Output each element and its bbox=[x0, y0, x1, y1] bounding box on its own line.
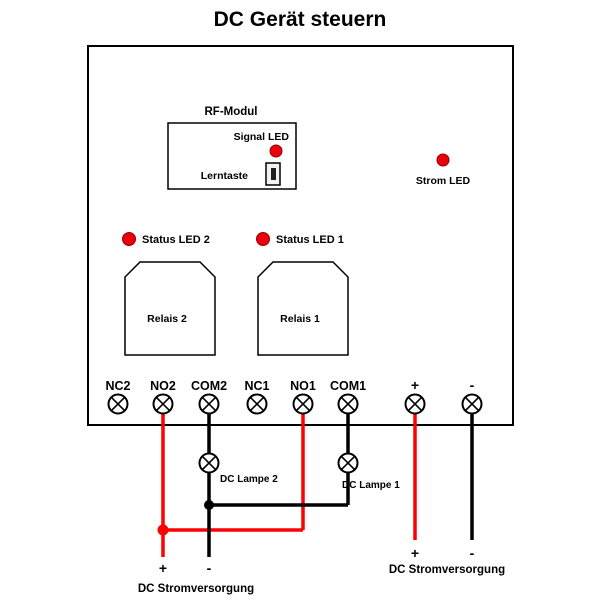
junction-dot-negative bbox=[204, 500, 214, 510]
lamp-1-label: DC Lampe 1 bbox=[342, 480, 400, 491]
terminal-label-no1: NO1 bbox=[290, 379, 316, 393]
relay-2-outline bbox=[124, 261, 216, 356]
power-led-icon bbox=[436, 153, 450, 167]
status-led-1-icon bbox=[256, 232, 270, 246]
terminal-screw-com1 bbox=[337, 393, 359, 415]
supply-right-minus: - bbox=[470, 545, 475, 561]
terminal-label-nc1: NC1 bbox=[244, 379, 269, 393]
status-led-2-icon bbox=[122, 232, 136, 246]
terminal-screw-no1 bbox=[292, 393, 314, 415]
relay-1-outline bbox=[257, 261, 349, 356]
lamp-1-icon bbox=[337, 452, 359, 474]
status-led-1-label: Status LED 1 bbox=[276, 234, 344, 246]
terminal-screw-minus bbox=[461, 393, 483, 415]
terminal-screw-com2 bbox=[198, 393, 220, 415]
supply-left-label: DC Stromversorgung bbox=[138, 583, 254, 595]
terminal-screw-plus bbox=[404, 393, 426, 415]
status-led-2-label: Status LED 2 bbox=[142, 234, 210, 246]
terminal-label-plus: + bbox=[411, 377, 419, 393]
supply-left-plus: + bbox=[159, 560, 167, 576]
terminal-screw-nc1 bbox=[246, 393, 268, 415]
terminal-label-no2: NO2 bbox=[150, 379, 176, 393]
terminal-label-com2: COM2 bbox=[191, 379, 227, 393]
terminal-label-minus: - bbox=[470, 377, 475, 393]
signal-led-label: Signal LED bbox=[234, 131, 290, 143]
signal-led-icon bbox=[269, 144, 283, 158]
rf-module-label: RF-Modul bbox=[204, 106, 257, 118]
terminal-screw-no2 bbox=[152, 393, 174, 415]
learn-button-label: Lerntaste bbox=[201, 170, 248, 182]
terminal-label-com1: COM1 bbox=[330, 379, 366, 393]
supply-left-minus: - bbox=[207, 560, 212, 576]
relay-2-label: Relais 2 bbox=[147, 313, 187, 325]
terminal-label-nc2: NC2 bbox=[105, 379, 130, 393]
junction-dot-positive bbox=[157, 524, 169, 536]
lamp-2-label: DC Lampe 2 bbox=[220, 474, 278, 485]
supply-right-label: DC Stromversorgung bbox=[389, 564, 505, 576]
page-title: DC Gerät steuern bbox=[214, 8, 387, 31]
learn-button-icon bbox=[265, 162, 281, 186]
power-led-label: Strom LED bbox=[416, 175, 471, 187]
device-outline bbox=[87, 45, 514, 426]
lamp-2-icon bbox=[198, 452, 220, 474]
supply-right-plus: + bbox=[411, 545, 419, 561]
relay-1-label: Relais 1 bbox=[280, 313, 320, 325]
terminal-screw-nc2 bbox=[107, 393, 129, 415]
